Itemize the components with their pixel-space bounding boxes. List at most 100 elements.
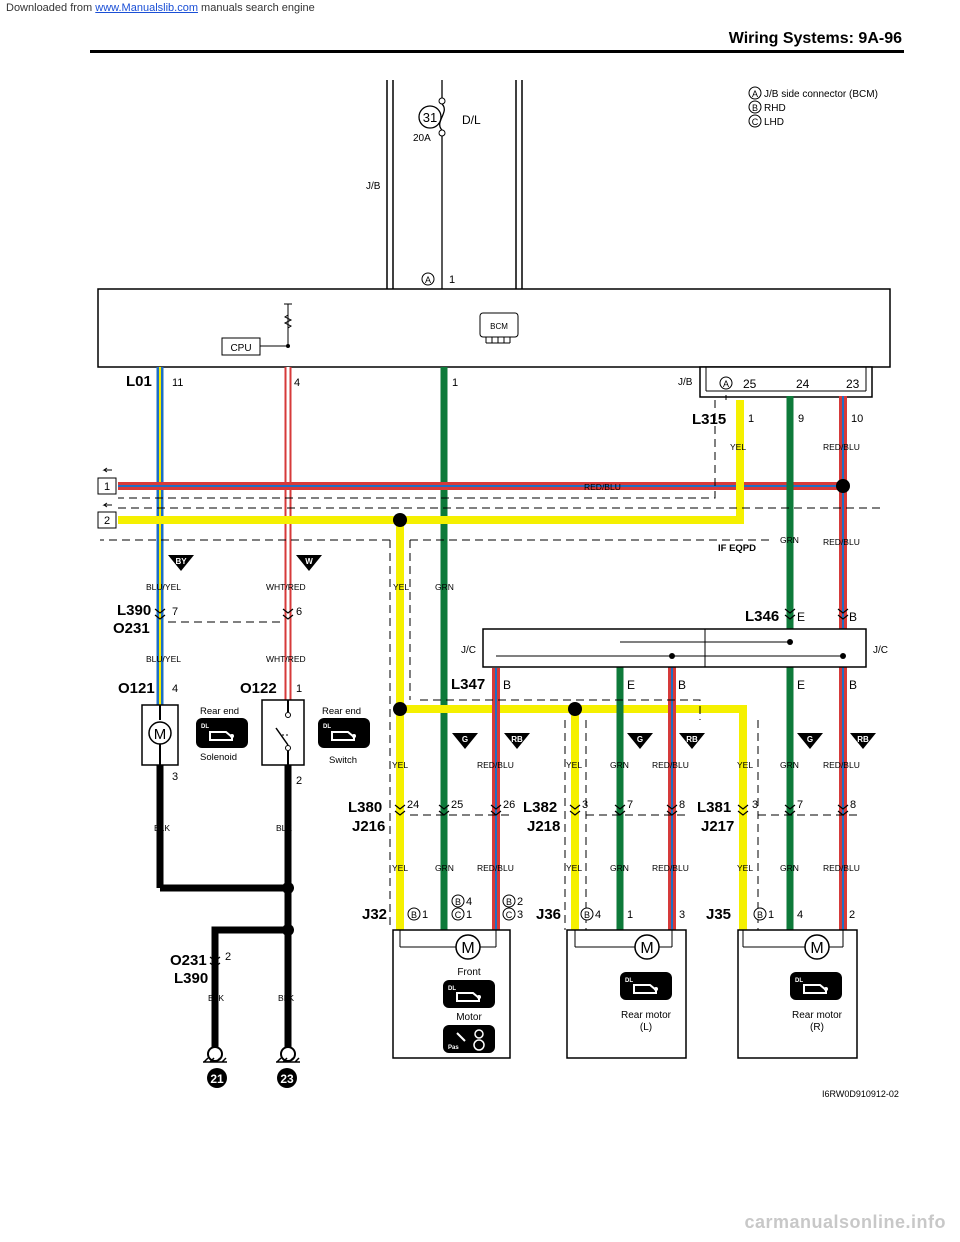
rear-l-label: (L) — [640, 1022, 652, 1033]
figure-id: I6RW0D910912-02 — [822, 1089, 899, 1099]
l01-label: L01 — [126, 373, 152, 390]
joint-connector: J/C J/C — [461, 628, 888, 668]
door-lock-icon: DL — [318, 718, 370, 748]
wire-redblu-315: RED/BLU — [823, 442, 860, 452]
o121-pin-4: 4 — [172, 683, 178, 695]
j35-pin-4: 4 — [797, 909, 803, 921]
junction-block-top: J/B — [366, 80, 523, 289]
pas-tag: Pas — [448, 1045, 459, 1051]
arrow-ref-2: 2 — [104, 515, 110, 527]
junction-dots — [282, 479, 850, 936]
arrow-refs: 1 2 — [97, 467, 117, 529]
front-motor-box: M Front DL Motor Pas — [392, 929, 511, 1059]
wire-whtred-1: WHT/RED — [266, 582, 306, 592]
door-lock-icon: DL — [196, 718, 248, 748]
o122-pin-2: 2 — [296, 775, 302, 787]
if-eqpd: IF EQPD — [718, 543, 756, 554]
wire-grn-b2: GRN — [610, 760, 629, 770]
l01-pin-11: 11 — [172, 377, 183, 389]
legend-a-letter: A — [752, 89, 758, 99]
l382-label: L382 — [523, 799, 557, 816]
page-title: Wiring Systems: 9A-96 — [728, 30, 902, 47]
o122-label: O122 — [240, 680, 277, 697]
bcm-unit: BCM CPU — [97, 288, 891, 368]
j32-c-marker-2: C — [506, 910, 513, 920]
l380-label: L380 — [348, 799, 382, 816]
jb-pin-24: 24 — [796, 377, 810, 391]
l380-pin-25: 25 — [451, 799, 463, 811]
l346-b: B — [849, 610, 857, 624]
download-suffix: manuals search engine — [201, 2, 315, 14]
wire-redblu-b3: RED/BLU — [823, 760, 860, 770]
tag-rb-3: RB — [857, 735, 869, 744]
tag-rb-2: RB — [686, 735, 698, 744]
wire-yel-a: YEL — [393, 582, 409, 592]
door-lock-icons: DL DL — [196, 718, 370, 748]
j36-b-marker: B — [584, 910, 590, 920]
a-pin-1: 1 — [449, 274, 455, 286]
rear-r-label: (R) — [810, 1022, 824, 1033]
rear-motor-left-box: M DL Rear motor (L) — [566, 929, 687, 1059]
wire-redblu-c1: RED/BLU — [477, 863, 514, 873]
legend-a-text: J/B side connector (BCM) — [764, 89, 878, 100]
wire-yel-315: YEL — [730, 442, 746, 452]
o231-label-2: O231 — [170, 952, 207, 969]
ground-21-icon: 21 — [210, 1072, 224, 1086]
jb-label: J/B — [366, 181, 381, 192]
j36-pin-1: 1 — [627, 909, 633, 921]
tag-g-1: G — [462, 735, 468, 744]
wire-yel-b2: YEL — [566, 760, 582, 770]
o231-label: O231 — [113, 620, 150, 637]
door-lock-icon: DL — [620, 972, 672, 1000]
wire-redblu-b2: RED/BLU — [652, 760, 689, 770]
dashed-lines — [100, 395, 880, 930]
wire-redblu-c2: RED/BLU — [652, 863, 689, 873]
rear-motor-r-label: Rear motor — [792, 1010, 843, 1021]
wire-blk-2: BLK — [276, 823, 292, 833]
switch-label: Switch — [329, 755, 357, 766]
legend-c-text: LHD — [764, 117, 784, 128]
l01-pin-1: 1 — [452, 377, 458, 389]
tag-by: BY — [175, 557, 187, 566]
dl-tag: DL — [625, 978, 633, 984]
j32-b-marker-2: B — [455, 897, 461, 907]
wire-yel-c3: YEL — [737, 863, 753, 873]
jb-pin-23: 23 — [846, 377, 860, 391]
j35-pin-2: 2 — [849, 909, 855, 921]
watermark: carmanualsonline.info — [744, 1212, 946, 1232]
solenoid-m: M — [154, 726, 167, 743]
manualslib-link[interactable]: www.Manualslib.com — [95, 2, 198, 14]
door-lock-icon: DL — [443, 980, 495, 1008]
wire-bluyel-2: BLU/YEL — [146, 654, 181, 664]
wire-grn-b3: GRN — [780, 760, 799, 770]
o121-label: O121 — [118, 680, 155, 697]
l347-label: L347 — [451, 676, 485, 693]
download-header: Downloaded from www.Manualslib.com manua… — [6, 2, 315, 14]
wire-redblu-23: RED/BLU — [823, 537, 860, 547]
download-prefix: Downloaded from — [6, 2, 93, 14]
conn-a-marker: A — [425, 275, 431, 285]
wire-yel-c1: YEL — [392, 863, 408, 873]
wire-blk-1: BLK — [154, 823, 170, 833]
front-label: Front — [457, 967, 481, 978]
solenoid-label: Solenoid — [200, 752, 237, 763]
l382-pin-3: 3 — [582, 799, 588, 811]
l390-label-2: L390 — [174, 970, 208, 987]
rear-end-1: Rear end — [200, 706, 239, 717]
wire-yel-b1: YEL — [392, 760, 408, 770]
jb-right-connector: J/B A 25 24 23 — [678, 366, 873, 398]
jb-conn-a: A — [723, 379, 729, 389]
l380-pin-26: 26 — [503, 799, 515, 811]
l382-pin-8: 8 — [679, 799, 685, 811]
j32-pin-1: 1 — [422, 909, 428, 921]
l382-pin-7: 7 — [627, 799, 633, 811]
jc-label-left: J/C — [461, 645, 476, 656]
o231-pin-2: 2 — [225, 951, 231, 963]
jc-label-right: J/C — [873, 645, 888, 656]
fuse-number: 31 — [423, 110, 437, 125]
j35-b-marker: B — [757, 910, 763, 920]
color-tags: BY W G RB G RB G RB — [168, 555, 876, 749]
j218-label: J218 — [527, 818, 560, 835]
l381-pin-7: 7 — [797, 799, 803, 811]
